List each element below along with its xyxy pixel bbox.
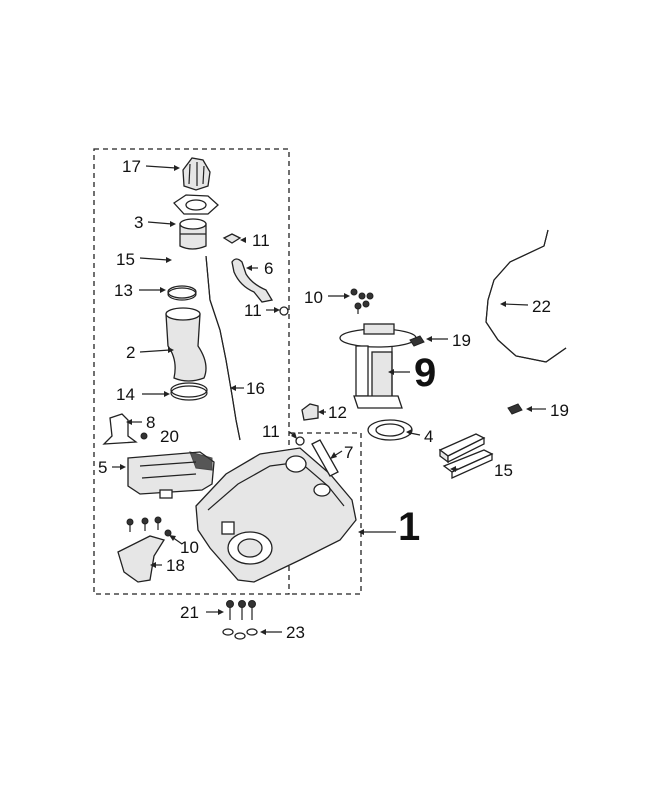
electrical-connector-part — [301, 403, 319, 421]
hose-clamp-lower-part — [170, 382, 208, 401]
callout-19-upper: 19 — [452, 331, 471, 350]
grommet-upper-part — [409, 335, 425, 347]
callout-4: 4 — [424, 427, 433, 446]
filler-neck-flange-part — [173, 194, 219, 250]
callout-2: 2 — [126, 343, 135, 362]
callout-1: 1 — [398, 505, 420, 549]
filler-hose-part — [165, 309, 207, 382]
bracket-bolt-part — [140, 432, 148, 440]
hose-clip-part-2 — [279, 306, 289, 316]
callout-22: 22 — [532, 297, 551, 316]
callout-11-hose: 11 — [244, 301, 262, 320]
mounting-bolts-lower-part — [126, 516, 172, 537]
filler-cap-part — [182, 157, 211, 191]
evap-canister-part — [127, 451, 215, 499]
callout-10-lower: 10 — [180, 538, 199, 557]
hose-clip-part — [222, 233, 242, 244]
pump-seal-ring-part — [367, 419, 413, 441]
callout-9: 9 — [414, 351, 436, 395]
short-pipe-part — [311, 439, 339, 477]
callout-23: 23 — [286, 623, 305, 642]
foam-pads-part — [438, 433, 494, 480]
callout-11-clip: 11 — [252, 231, 270, 250]
callout-21: 21 — [180, 603, 199, 622]
callout-10-upper: 10 — [304, 288, 323, 307]
callout-5: 5 — [98, 458, 107, 477]
mounting-bolts-upper-part — [350, 288, 374, 314]
canister-bracket-part — [102, 413, 138, 445]
callout-3: 3 — [134, 213, 143, 232]
hose-clamp-upper-part — [167, 285, 197, 301]
fuel-pump-module-part — [339, 323, 417, 409]
callout-17: 17 — [122, 157, 141, 176]
callout-6: 6 — [264, 259, 273, 278]
callout-15-lower: 15 — [494, 461, 513, 480]
vent-hose-part — [231, 258, 274, 303]
callout-15-upper: 15 — [116, 250, 135, 269]
tank-strap-bolts-part — [226, 600, 256, 620]
tank-group-frame — [289, 432, 362, 595]
fuel-tank-part — [195, 447, 357, 583]
callout-16: 16 — [246, 379, 265, 398]
callout-14: 14 — [116, 385, 135, 404]
tank-strap-washers-part — [222, 628, 258, 640]
callout-11-tank: 11 — [262, 422, 280, 441]
grommet-lower-part — [507, 403, 523, 415]
assembly-group-frame — [93, 148, 290, 595]
fuel-line-part — [485, 229, 567, 363]
callout-18: 18 — [166, 556, 185, 575]
callout-8: 8 — [146, 413, 155, 432]
leader-lines — [112, 165, 546, 635]
callout-19-lower: 19 — [550, 401, 569, 420]
callout-20: 20 — [160, 427, 179, 446]
callout-7: 7 — [344, 443, 353, 462]
callout-12: 12 — [328, 403, 347, 422]
callout-13: 13 — [114, 281, 133, 300]
heat-shield-part — [117, 535, 166, 583]
hose-clip-part-3 — [295, 436, 305, 446]
